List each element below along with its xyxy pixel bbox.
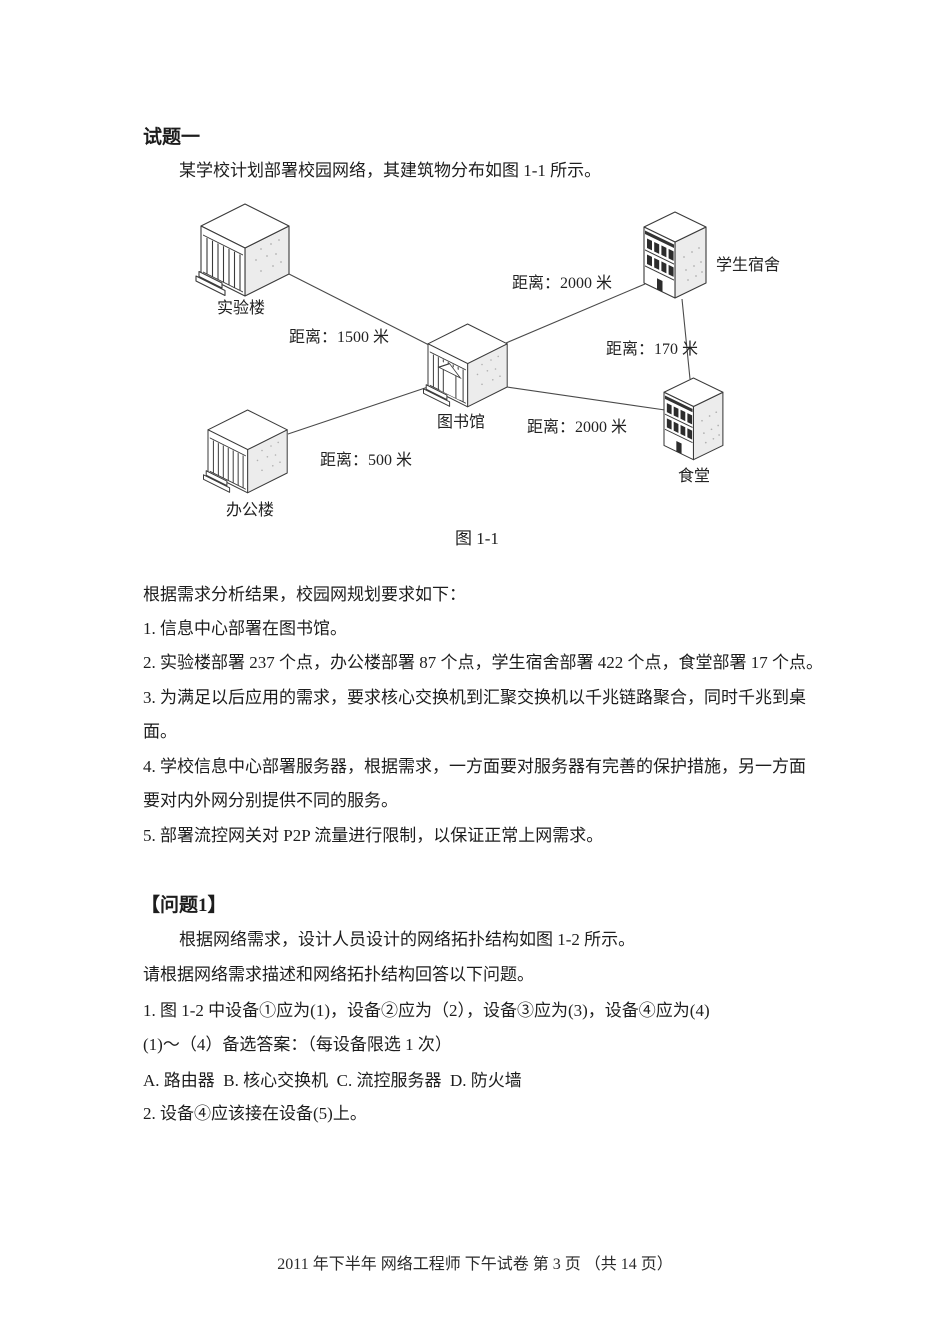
lab-building-icon (195, 203, 290, 297)
line-dorm-canteen (681, 298, 691, 380)
requirement-line: 4. 学校信息中心部署服务器，根据需求，一方面要对服务器有完善的保护措施，另一方… (143, 757, 806, 776)
question-one-heading: 试题一 (143, 127, 201, 148)
problem1-line: 根据网络需求，设计人员设计的网络拓扑结构如图 1-2 所示。 (179, 930, 636, 949)
building-label-lab: 实验楼 (217, 300, 266, 317)
building-label-office: 办公楼 (226, 502, 275, 519)
requirement-line: 面。 (143, 722, 177, 741)
distance-lines (287, 273, 691, 435)
distance-label-dorm-canteen: 距离：170 米 (606, 341, 699, 358)
problem1-line: 1. 图 1-2 中设备①应为(1)，设备②应为（2），设备③应为(3)，设备④… (143, 1001, 710, 1020)
intro-line: 某学校计划部署校园网络，其建筑物分布如图 1-1 所示。 (179, 161, 602, 180)
distance-label-library-canteen: 距离：2000 米 (527, 419, 628, 436)
building-label-library: 图书馆 (437, 414, 486, 431)
line-library-dorm (505, 283, 646, 344)
requirement-line: 1. 信息中心部署在图书馆。 (143, 619, 347, 638)
distance-label-lab-library: 距离：1500 米 (289, 329, 390, 346)
line-lab-library (288, 273, 430, 346)
line-library-canteen (506, 386, 666, 411)
campus-diagram (195, 203, 724, 494)
distance-label-library-dorm: 距离：2000 米 (512, 275, 613, 292)
office-building-icon (203, 409, 288, 494)
figure-caption: 图 1-1 (455, 529, 499, 548)
requirement-line: 2. 实验楼部署 237 个点，办公楼部署 87 个点，学生宿舍部署 422 个… (143, 653, 823, 672)
building-label-dorm: 学生宿舍 (716, 257, 781, 274)
problem1-heading: 【问题1】 (141, 895, 227, 916)
requirements-header: 根据需求分析结果，校园网规划要求如下： (143, 585, 466, 604)
problem1-line: (1)〜（4）备选答案：（每设备限选 1 次） (143, 1035, 452, 1054)
canteen-building-icon (663, 377, 724, 461)
problem1-line: 请根据网络需求描述和网络拓扑结构回答以下问题。 (143, 965, 534, 984)
figure-1-1 (140, 196, 840, 536)
page-footer: 2011 年下半年 网络工程师 下午试卷 第 3 页 （共 14 页） (277, 1256, 673, 1273)
requirement-line: 5. 部署流控网关对 P2P 流量进行限制，以保证正常上网需求。 (143, 826, 604, 845)
problem1-line: 2. 设备④应该接在设备(5)上。 (143, 1104, 367, 1123)
requirement-line: 3. 为满足以后应用的需求，要求核心交换机到汇聚交换机以千兆链路聚合，同时千兆到… (143, 688, 806, 707)
line-office-library (287, 386, 429, 435)
distance-label-office-library: 距离：500 米 (320, 452, 413, 469)
problem1-line: A. 路由器 B. 核心交换机 C. 流控服务器 D. 防火墙 (143, 1071, 522, 1090)
library-building-icon (423, 323, 508, 408)
building-label-canteen: 食堂 (678, 468, 711, 485)
dorm-building-icon (643, 211, 707, 299)
requirement-line: 要对内外网分别提供不同的服务。 (143, 791, 398, 810)
